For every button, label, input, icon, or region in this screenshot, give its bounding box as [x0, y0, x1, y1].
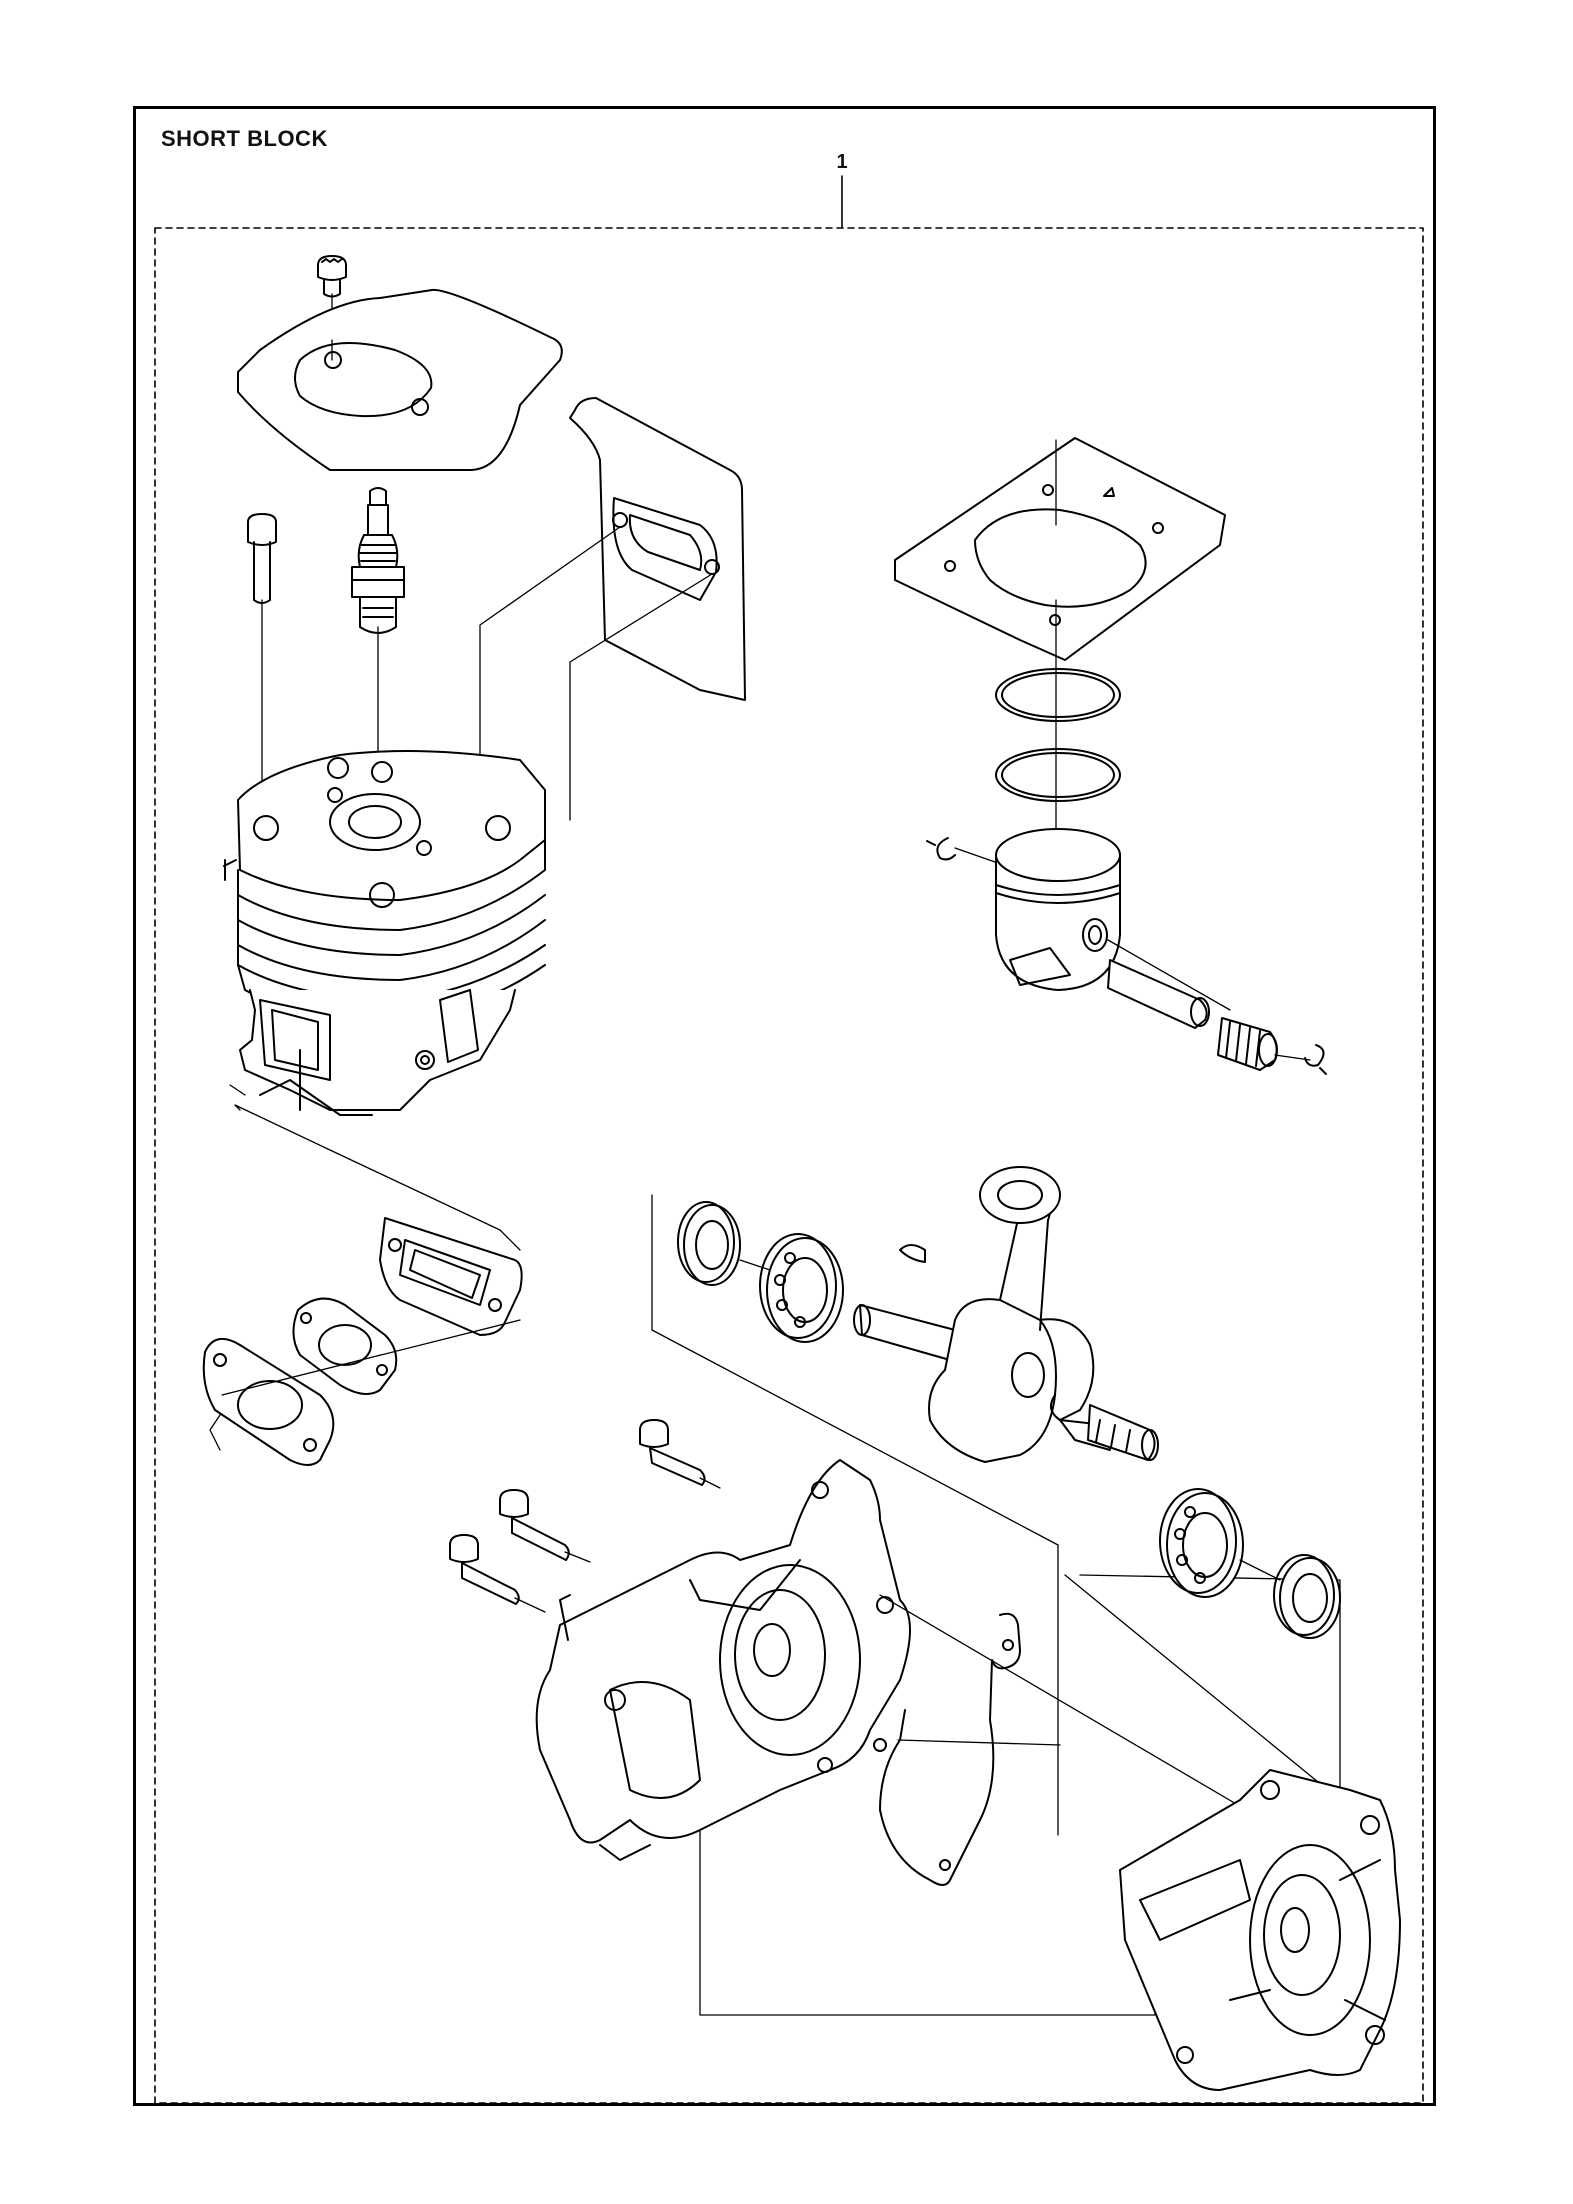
ball-bearing-icon [739, 1233, 1281, 1598]
seal-ring-icon [677, 1201, 1341, 1639]
diagram-frame [133, 106, 1436, 2106]
crankcase-gasket-icon [873, 1612, 1061, 1886]
crankshaft-icon [853, 1166, 1159, 1463]
screw-icon [317, 255, 347, 341]
cylinder-icon [223, 750, 546, 1116]
cylinder-bolt-icon [247, 513, 277, 801]
kit-boundary [154, 175, 1424, 2104]
crankcase-left-icon [535, 1459, 1256, 2016]
heat-shield-icon [479, 397, 746, 821]
crankcase-bolts-icon [449, 1419, 721, 1613]
piston-pin-icon [1107, 939, 1231, 1029]
callout-number: 1 [836, 151, 848, 173]
circlip-icon [926, 837, 1327, 1075]
crankcase-right-icon [1119, 1769, 1401, 2091]
muffler-gaskets-icon [202, 1217, 523, 1466]
spark-plug-icon [351, 487, 405, 801]
base-gasket-icon [894, 437, 1226, 661]
cylinder-gasket-icon [237, 288, 563, 471]
piston-rings-icon [995, 599, 1121, 861]
piston-icon [995, 828, 1121, 991]
needle-bearing-icon [1217, 1017, 1311, 1071]
page-title: SHORT BLOCK [161, 126, 328, 151]
woodruff-key-icon [899, 1244, 926, 1263]
